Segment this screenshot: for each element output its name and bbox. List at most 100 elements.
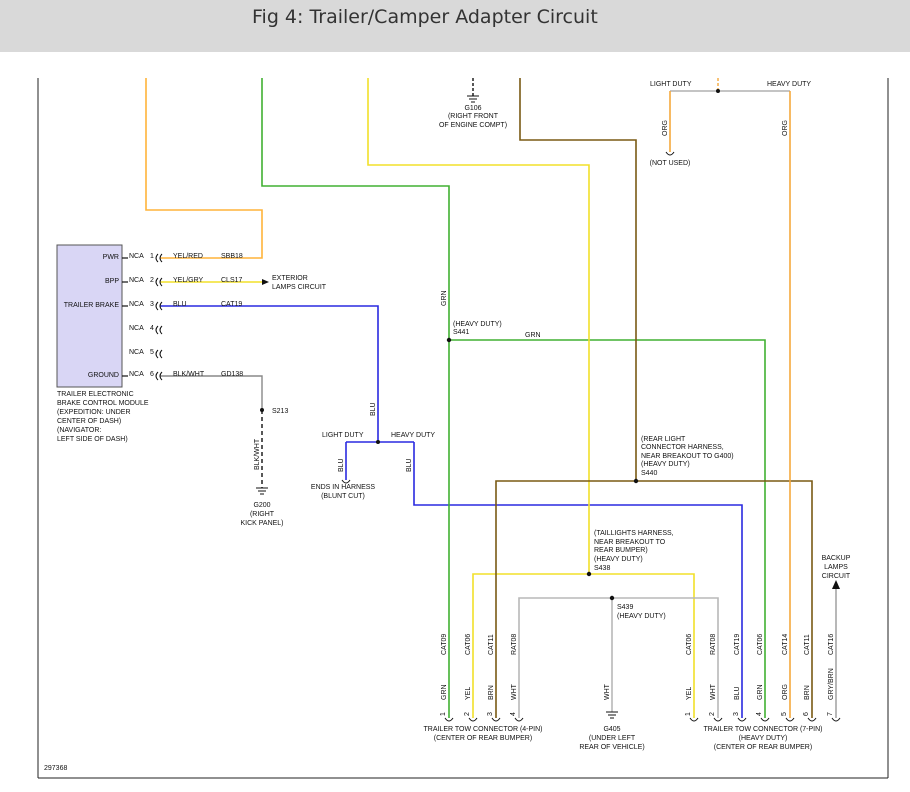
brake-module-box xyxy=(56,244,123,388)
splice-s438-dot xyxy=(586,571,592,577)
backup-arrow-icon xyxy=(832,580,840,589)
g106-label-3: OF ENGINE COMPT) xyxy=(439,122,507,129)
wire-pwr-orange xyxy=(145,78,263,259)
wire-yellow xyxy=(367,78,590,574)
ends-in-harness-label-2: (BLUNT CUT) xyxy=(321,493,365,500)
bottom-pin-number: 5 xyxy=(781,712,788,716)
bottom-circuit-label: CAT11 xyxy=(488,634,495,655)
bottom-color-label: YEL xyxy=(686,687,693,700)
bottom-pin-number: 3 xyxy=(487,712,494,716)
bottom-color-label: WHT xyxy=(604,683,611,700)
bottom-circuit-label: RAT08 xyxy=(710,634,717,655)
connector-7pin-label-3: (CENTER OF REAR BUMPER) xyxy=(714,744,812,751)
bottom-color-label: BRN xyxy=(804,685,811,700)
g405-label-1: G405 xyxy=(603,726,620,733)
bottom-color-label: GRN xyxy=(441,684,448,700)
s213-label: S213 xyxy=(272,408,288,415)
top-org-label-left: ORG xyxy=(662,120,669,136)
module-description-4: CENTER OF DASH) xyxy=(57,418,121,425)
s441-label-1: (HEAVY DUTY) xyxy=(453,321,502,328)
bottom-circuit-label: RAT08 xyxy=(511,634,518,655)
bottom-color-label: GRN xyxy=(757,684,764,700)
module-pin-number: 1 xyxy=(150,253,154,260)
splice-s439-dot xyxy=(609,595,615,601)
exterior-lamps-label-1: EXTERIOR xyxy=(272,275,308,282)
bottom-wire-labels: CAT09GRN1CAT06YEL2CAT11BRN3RAT08WHT4WHTC… xyxy=(440,634,835,716)
bottom-pin-number: 6 xyxy=(803,712,810,716)
bottom-pin-number: 3 xyxy=(733,712,740,716)
ground-g405-icon xyxy=(606,711,618,719)
top-heavy-duty-label: HEAVY DUTY xyxy=(767,81,811,88)
module-pin-label: TRAILER BRAKE xyxy=(64,302,120,309)
splice-s441-dot xyxy=(446,337,452,343)
wire-brown xyxy=(519,78,637,481)
ground-g200-icon xyxy=(256,487,268,495)
module-wire-color: YEL/GRY xyxy=(173,277,204,284)
module-circuit: CLS17 xyxy=(221,277,243,284)
backup-lamps-label-3: CIRCUIT xyxy=(822,573,851,580)
wire-green-s441 xyxy=(449,339,766,718)
s440-label-3: NEAR BREAKOUT TO G400) xyxy=(641,453,734,460)
module-description-5: (NAVIGATOR: xyxy=(57,427,101,434)
top-light-duty-label: LIGHT DUTY xyxy=(650,81,692,88)
module-pin-label: PWR xyxy=(103,254,119,261)
bottom-pin-number: 7 xyxy=(827,712,834,716)
figure-number: 297368 xyxy=(44,765,67,772)
module-nca-label: NCA xyxy=(129,277,144,284)
wire-yellow-s438 xyxy=(472,573,695,718)
module-pin-number: 2 xyxy=(150,277,154,284)
module-pin-number: 3 xyxy=(150,301,154,308)
bottom-circuit-label: CAT19 xyxy=(734,634,741,655)
module-wire-color: BLU xyxy=(173,301,187,308)
top-org-label-right: ORG xyxy=(782,120,789,136)
g200-label-1: G200 xyxy=(253,502,270,509)
connector-4pin-label-2: (CENTER OF REAR BUMPER) xyxy=(434,735,532,742)
blu-heavy-duty-label: HEAVY DUTY xyxy=(391,432,435,439)
bottom-terminals xyxy=(341,151,841,722)
module-wire-color: BLK/WHT xyxy=(173,371,205,378)
g106-label-2: (RIGHT FRONT xyxy=(448,113,499,120)
blu-right-label: BLU xyxy=(406,458,413,472)
module-nca-label: NCA xyxy=(129,325,144,332)
bottom-pin-number: 2 xyxy=(709,712,716,716)
exterior-arrow-icon xyxy=(262,279,269,285)
bottom-color-label: WHT xyxy=(710,683,717,700)
s440-label-5: S440 xyxy=(641,470,657,477)
bottom-circuit-label: CAT06 xyxy=(757,634,764,655)
s440-label-4: (HEAVY DUTY) xyxy=(641,461,690,468)
splice-blu-dot xyxy=(376,440,380,444)
splice-top-right-dot xyxy=(716,89,720,93)
bottom-color-label: YEL xyxy=(465,687,472,700)
bottom-pin-number: 4 xyxy=(756,712,763,716)
wire-brown-s440 xyxy=(495,480,813,718)
wire-ground-gray xyxy=(160,375,263,410)
blu-vertical-label: BLU xyxy=(370,402,377,416)
blu-left-label: BLU xyxy=(338,458,345,472)
g405-label-2: (UNDER LEFT xyxy=(589,735,636,742)
module-nca-label: NCA xyxy=(129,301,144,308)
grn-vertical-label: GRN xyxy=(441,290,448,306)
not-used-label: (NOT USED) xyxy=(650,160,691,167)
bottom-color-label: ORG xyxy=(782,684,789,700)
g405-label-3: REAR OF VEHICLE) xyxy=(579,744,644,751)
bottom-circuit-label: CAT11 xyxy=(804,634,811,655)
blk-wht-label: BLK/WHT xyxy=(254,438,261,470)
ground-g106-icon xyxy=(467,95,479,103)
s440-label-2: CONNECTOR HARNESS, xyxy=(641,444,724,451)
splice-s440-dot xyxy=(633,478,639,484)
g106-label-1: G106 xyxy=(464,105,481,112)
g200-label-3: KICK PANEL) xyxy=(240,520,283,527)
bottom-pin-number: 4 xyxy=(510,712,517,716)
module-circuit: CAT19 xyxy=(221,301,242,308)
wire-white xyxy=(518,597,719,718)
module-pin-ticks xyxy=(122,257,128,377)
connector-7pin-label-1: TRAILER TOW CONNECTOR (7-PIN) xyxy=(703,726,822,733)
blu-light-duty-label: LIGHT DUTY xyxy=(322,432,364,439)
bottom-pin-number: 2 xyxy=(464,712,471,716)
s440-label-1: (REAR LIGHT xyxy=(641,436,686,443)
wire-green xyxy=(261,78,450,718)
s439-label-1: S439 xyxy=(617,604,633,611)
connector-4pin-label-1: TRAILER TOW CONNECTOR (4-PIN) xyxy=(423,726,542,733)
